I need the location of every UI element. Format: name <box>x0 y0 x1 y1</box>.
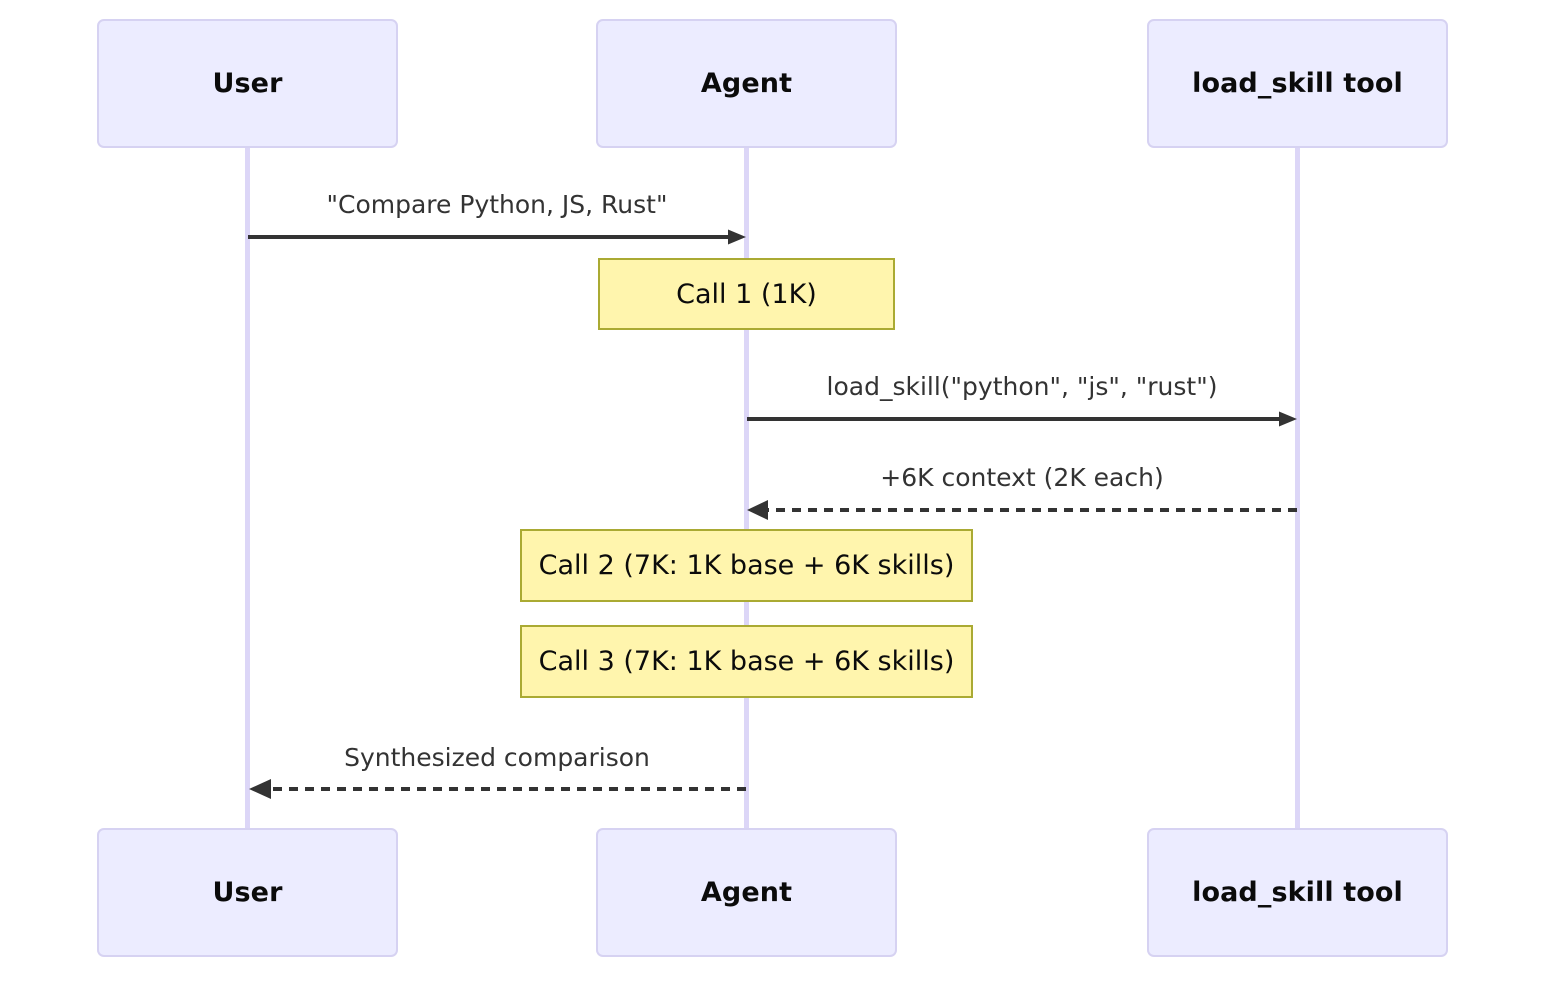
note-box-call-1[interactable]: Call 1 (1K) <box>598 258 895 330</box>
note-box-call-3[interactable]: Call 3 (7K: 1K base + 6K skills) <box>520 625 973 698</box>
actor-label-agent-bottom: Agent <box>700 877 793 908</box>
actor-box-user-top[interactable]: User <box>97 19 398 148</box>
message-arrowhead-m1 <box>728 229 746 245</box>
note-label-call-2: Call 2 (7K: 1K base + 6K skills) <box>538 550 955 581</box>
actor-label-tool-top: load_skill tool <box>1192 68 1403 99</box>
actor-label-tool-bottom: load_skill tool <box>1192 877 1403 908</box>
message-label-m3: +6K context (2K each) <box>880 463 1164 492</box>
message-label-m2: load_skill("python", "js", "rust") <box>826 372 1218 401</box>
actor-label-agent-top: Agent <box>700 68 793 99</box>
note-label-call-3: Call 3 (7K: 1K base + 6K skills) <box>538 646 955 677</box>
message-arrowhead-m3 <box>747 500 768 520</box>
note-label-call-1: Call 1 (1K) <box>676 278 817 310</box>
actor-box-user-bottom[interactable]: User <box>97 828 398 957</box>
actor-box-agent-top[interactable]: Agent <box>596 19 897 148</box>
actor-label-user-top: User <box>212 68 283 99</box>
message-label-m1: "Compare Python, JS, Rust" <box>326 190 668 219</box>
actor-label-user-bottom: User <box>212 877 283 908</box>
actor-box-tool-top[interactable]: load_skill tool <box>1147 19 1448 148</box>
note-box-call-2[interactable]: Call 2 (7K: 1K base + 6K skills) <box>520 529 973 602</box>
message-arrowhead-m4 <box>249 779 271 799</box>
actor-box-tool-bottom[interactable]: load_skill tool <box>1147 828 1448 957</box>
message-arrowhead-m2 <box>1279 411 1297 427</box>
message-label-m4: Synthesized comparison <box>344 743 650 772</box>
actor-box-agent-bottom[interactable]: Agent <box>596 828 897 957</box>
